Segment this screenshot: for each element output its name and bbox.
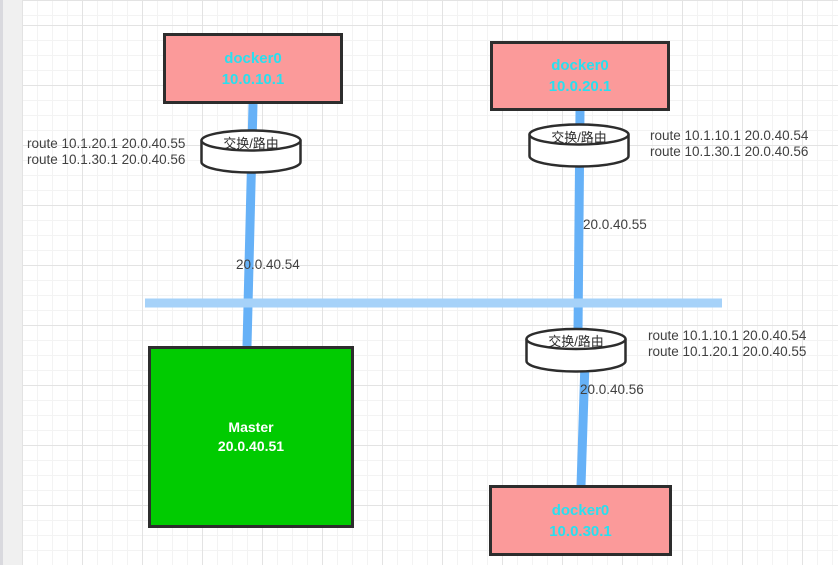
node-master[interactable]: Master 20.0.40.51 <box>148 346 354 528</box>
node-ip: 10.0.10.1 <box>221 70 285 88</box>
link-label-right-bottom[interactable]: 20.0.40.56 <box>580 382 644 397</box>
cylinder-icon <box>200 129 302 174</box>
route-table-left[interactable]: route 10.1.20.1 20.0.40.55 route 10.1.30… <box>27 136 185 167</box>
link-switch-to-docker3[interactable] <box>576 361 590 487</box>
switch-router-right-top[interactable]: 交换/路由 <box>528 123 630 168</box>
switch-label: 交换/路由 <box>223 136 279 151</box>
node-ip: 10.0.20.1 <box>548 78 612 95</box>
switch-router-right-bottom[interactable]: 交换/路由 <box>525 327 627 373</box>
route-table-right-top[interactable]: route 10.1.10.1 20.0.40.54 route 10.1.30… <box>650 128 808 159</box>
node-title: Master <box>228 419 274 435</box>
route-entry: route 10.1.10.1 20.0.40.54 <box>650 128 809 143</box>
route-entry: route 10.1.20.1 20.0.40.55 <box>648 343 807 359</box>
node-title: docker0 <box>551 501 610 519</box>
node-docker0-1[interactable]: docker0 10.0.10.1 <box>163 33 343 104</box>
switch-label: 交换/路由 <box>551 130 607 145</box>
node-ip: 10.0.30.1 <box>549 522 612 540</box>
node-ip: 20.0.40.51 <box>217 438 285 454</box>
switch-router-left[interactable]: 交换/路由 <box>200 129 302 174</box>
node-docker0-2[interactable]: docker0 10.0.20.1 <box>490 41 670 111</box>
route-entry: route 10.1.20.1 20.0.40.55 <box>27 136 186 151</box>
node-title: docker0 <box>224 49 282 67</box>
route-entry: route 10.1.30.1 20.0.40.56 <box>650 143 809 159</box>
node-title: docker0 <box>551 57 609 74</box>
cylinder-icon <box>528 123 630 168</box>
link-label-right-top[interactable]: 20.0.40.55 <box>583 217 647 232</box>
cylinder-icon <box>525 327 627 373</box>
canvas-gutter <box>0 0 22 565</box>
node-docker0-3[interactable]: docker0 10.0.30.1 <box>489 485 672 556</box>
route-entry: route 10.1.10.1 20.0.40.54 <box>648 328 807 343</box>
route-table-right-bottom[interactable]: route 10.1.10.1 20.0.40.54 route 10.1.20… <box>648 328 806 359</box>
switch-label: 交换/路由 <box>548 334 604 349</box>
link-label-left[interactable]: 20.0.40.54 <box>236 257 300 272</box>
route-entry: route 10.1.30.1 20.0.40.56 <box>27 151 186 167</box>
